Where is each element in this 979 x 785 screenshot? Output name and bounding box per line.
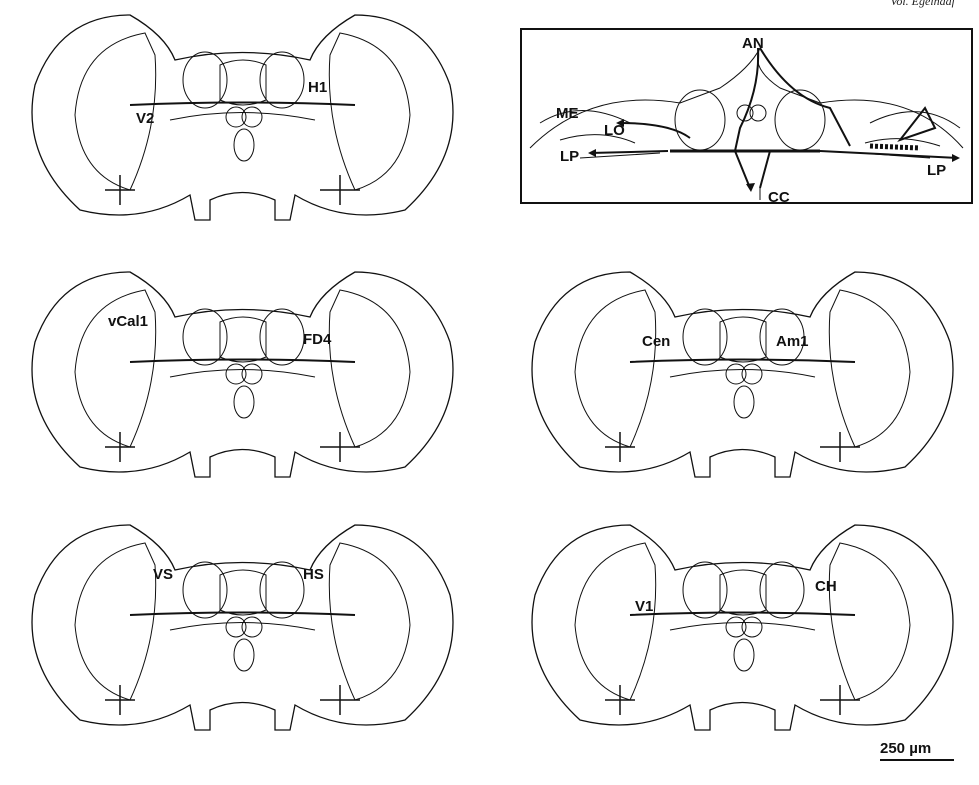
schematic-label-lp-right: LP	[927, 163, 946, 178]
brain-outline	[520, 262, 965, 487]
panel-vs-hs: VS HS	[20, 515, 465, 740]
schematic-label-an: AN	[742, 36, 764, 51]
label-h1: H1	[308, 80, 327, 95]
label-fd4: FD4	[303, 332, 331, 347]
label-cen: Cen	[642, 334, 670, 349]
label-v1: V1	[635, 599, 653, 614]
label-v2: V2	[136, 111, 154, 126]
schematic-label-cc: CC	[768, 190, 790, 205]
brain-outline	[20, 5, 465, 230]
label-ch: CH	[815, 579, 837, 594]
label-vs: VS	[153, 567, 173, 582]
schematic-diagram	[520, 28, 973, 204]
scale-bar-group: 250 µm	[880, 740, 960, 761]
header-note: Vol. Egelhaaf	[890, 0, 955, 9]
panel-cen-am1: Cen Am1	[520, 262, 973, 487]
label-vcal1: vCal1	[108, 314, 148, 329]
panel-vcal1-fd4: vCal1 FD4	[20, 262, 465, 487]
scale-bar-label: 250 µm	[880, 740, 960, 757]
schematic-label-me: ME	[556, 106, 579, 121]
brain-outline	[20, 262, 465, 487]
brain-outline	[20, 515, 465, 740]
scale-bar	[880, 759, 954, 761]
schematic-label-lp-left: LP	[560, 149, 579, 164]
label-hs: HS	[303, 567, 324, 582]
panel-h1-v2: V2 H1	[20, 5, 465, 230]
label-am1: Am1	[776, 334, 809, 349]
panel-v1-ch: V1 CH	[520, 515, 973, 740]
panel-schematic: AN ME LO LP CC LP	[520, 28, 973, 204]
schematic-label-lo: LO	[604, 123, 625, 138]
brain-outline	[520, 515, 965, 740]
